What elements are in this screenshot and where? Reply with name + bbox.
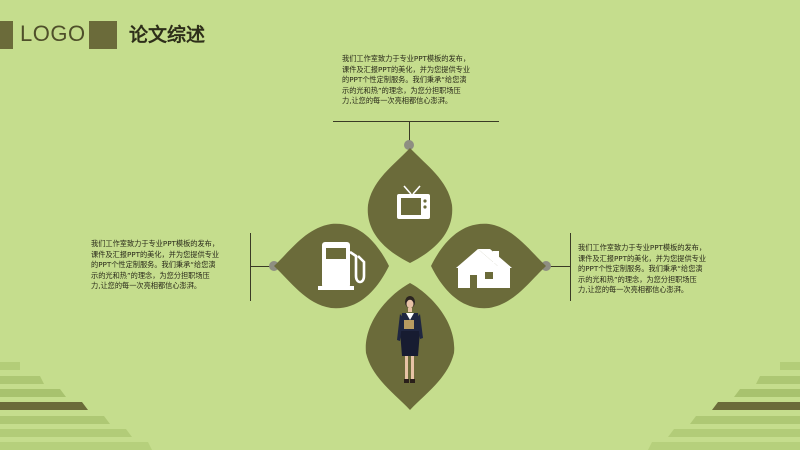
connector-line-right-horizontal: [548, 266, 570, 267]
logo-accent-bar: [0, 21, 13, 49]
logo-text: LOGO: [20, 21, 86, 46]
connector-line-left-horizontal: [250, 266, 274, 267]
house-icon: [456, 249, 512, 288]
description-top: 我们工作室致力于专业PPT模板的发布， 课件及汇报PPT的美化，并为您提供专业 …: [342, 54, 471, 106]
page-title: 论文综述: [129, 24, 206, 46]
fuel-pump-icon: [318, 242, 366, 290]
description-left: 我们工作室致力于专业PPT模板的发布， 课件及汇报PPT的美化，并为您提供专业 …: [91, 239, 220, 291]
connector-line-left-vertical: [250, 233, 251, 301]
connector-line-top-vertical: [409, 121, 410, 145]
connector-dot-top: [404, 140, 414, 150]
connector-line-right-vertical: [570, 233, 571, 301]
description-right: 我们工作室致力于专业PPT模板的发布， 课件及汇报PPT的美化，并为您提供专业 …: [578, 243, 707, 295]
tv-icon: [397, 185, 430, 219]
logo-accent-square: [89, 21, 117, 49]
connector-line-top-horizontal: [333, 121, 499, 122]
businesswoman-illustration: [397, 296, 423, 383]
